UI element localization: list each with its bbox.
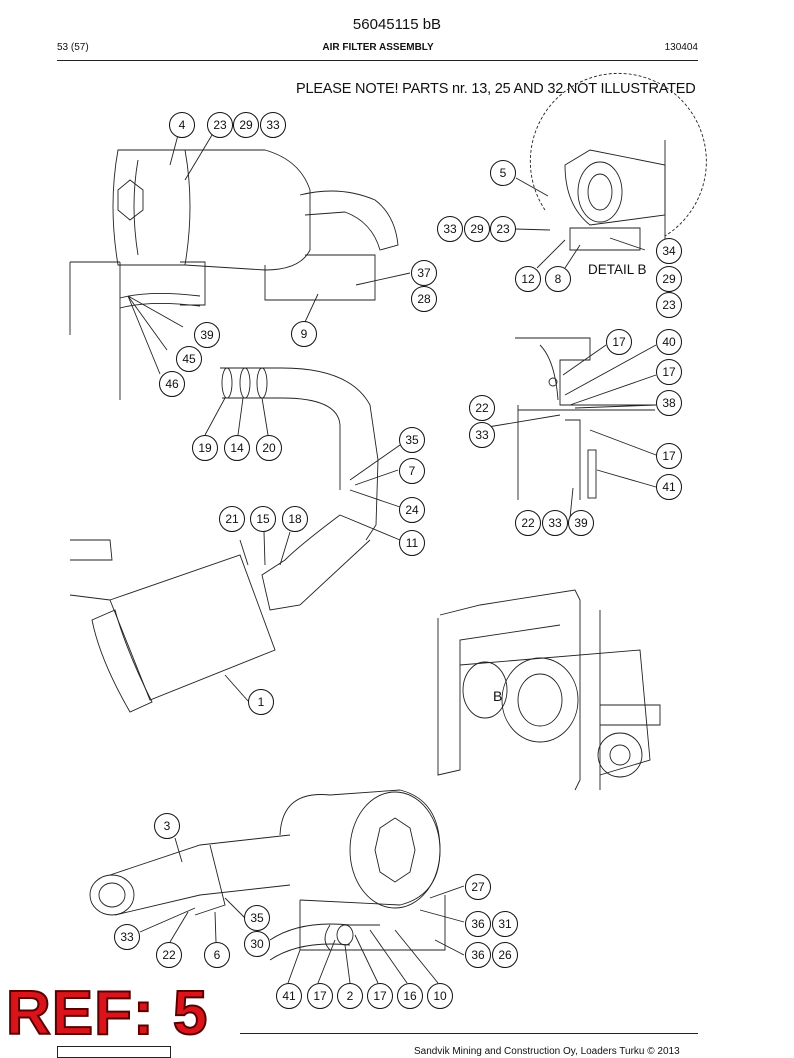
callout-24: 24: [399, 497, 425, 523]
callout-17: 17: [307, 983, 333, 1009]
callout-7: 7: [399, 458, 425, 484]
page-indicator: 53 (57): [57, 42, 89, 53]
callout-37: 37: [411, 260, 437, 286]
footer-copyright: Sandvik Mining and Construction Oy, Load…: [414, 1046, 680, 1057]
callout-26: 26: [492, 942, 518, 968]
callout-41: 41: [656, 474, 682, 500]
callout-5: 5: [490, 160, 516, 186]
callout-33: 33: [114, 924, 140, 950]
callout-46: 46: [159, 371, 185, 397]
callout-15: 15: [250, 506, 276, 532]
callout-11: 11: [399, 530, 425, 556]
callout-3: 3: [154, 813, 180, 839]
detail-b-marker: B: [493, 688, 503, 704]
callout-21: 21: [219, 506, 245, 532]
callout-18: 18: [282, 506, 308, 532]
callout-39: 39: [568, 510, 594, 536]
callout-9: 9: [291, 321, 317, 347]
callout-17: 17: [606, 329, 632, 355]
document-date: 130404: [664, 42, 698, 53]
callout-40: 40: [656, 329, 682, 355]
callout-6: 6: [204, 942, 230, 968]
callout-22: 22: [469, 395, 495, 421]
callout-4: 4: [169, 112, 195, 138]
hose-routing-detail: [469, 337, 657, 519]
callout-19: 19: [192, 435, 218, 461]
filter-assembly-bottom: [89, 789, 465, 984]
illustration-note: PLEASE NOTE! PARTS nr. 13, 25 AND 32 NOT…: [296, 81, 696, 97]
machine-overview: [437, 589, 661, 791]
callout-35: 35: [244, 905, 270, 931]
header-divider: [57, 60, 698, 61]
callout-17: 17: [656, 359, 682, 385]
callout-33: 33: [437, 216, 463, 242]
document-number: 56045115 bB: [352, 16, 442, 33]
callout-33: 33: [260, 112, 286, 138]
callout-33: 33: [542, 510, 568, 536]
callout-31: 31: [492, 911, 518, 937]
callout-1: 1: [248, 689, 274, 715]
filter-assembly-top-left: [69, 134, 411, 400]
callout-45: 45: [176, 346, 202, 372]
callout-22: 22: [156, 942, 182, 968]
reference-stamp: REF: 5: [5, 979, 209, 1048]
callout-34: 34: [656, 238, 682, 264]
callout-23: 23: [490, 216, 516, 242]
callout-16: 16: [397, 983, 423, 1009]
callout-17: 17: [367, 983, 393, 1009]
callout-29: 29: [464, 216, 490, 242]
callout-39: 39: [194, 322, 220, 348]
callout-17: 17: [656, 443, 682, 469]
callout-29: 29: [656, 266, 682, 292]
callout-8: 8: [545, 266, 571, 292]
detail-b-label: DETAIL B: [588, 262, 647, 277]
callout-14: 14: [224, 435, 250, 461]
callout-10: 10: [427, 983, 453, 1009]
callout-20: 20: [256, 435, 282, 461]
callout-41: 41: [276, 983, 302, 1009]
callout-2: 2: [337, 983, 363, 1009]
callout-23: 23: [207, 112, 233, 138]
callout-36: 36: [465, 942, 491, 968]
callout-22: 22: [515, 510, 541, 536]
callout-28: 28: [411, 286, 437, 312]
page-title: AIR FILTER ASSEMBLY: [322, 42, 434, 53]
intake-pipe-and-filter: [69, 367, 401, 713]
callout-33: 33: [469, 422, 495, 448]
callout-36: 36: [465, 911, 491, 937]
callout-38: 38: [656, 390, 682, 416]
callout-27: 27: [465, 874, 491, 900]
callout-23: 23: [656, 292, 682, 318]
footer-divider: [240, 1033, 698, 1034]
callout-35: 35: [399, 427, 425, 453]
callout-12: 12: [515, 266, 541, 292]
detail-b-view: [514, 72, 707, 269]
callout-30: 30: [244, 931, 270, 957]
callout-29: 29: [233, 112, 259, 138]
